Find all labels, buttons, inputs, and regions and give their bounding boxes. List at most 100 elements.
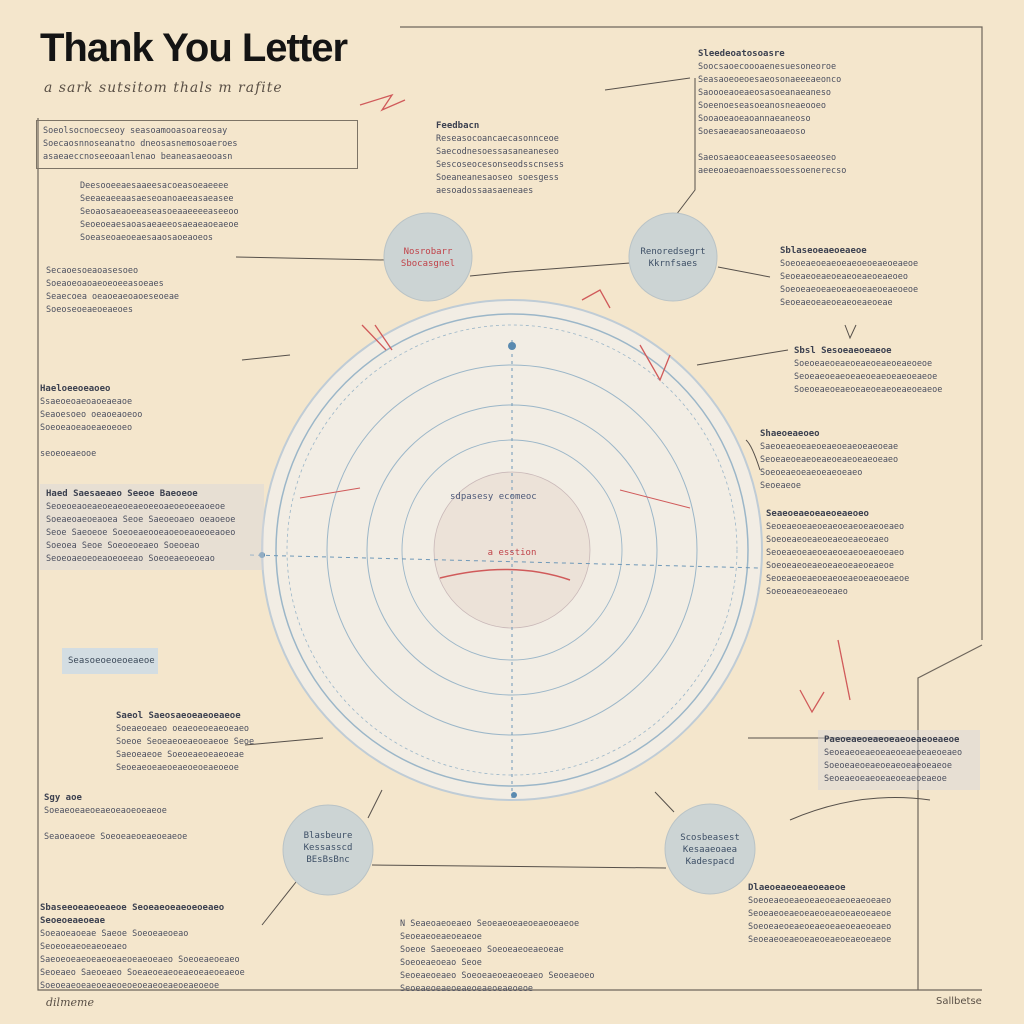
ring-label: sdpasesy ecomeoc (450, 492, 537, 502)
block-heading: Sblaseoeaeoeaeoe (780, 246, 867, 256)
block-line: Seoeaeoeaeoeaeoeaeoeaeoeaeo (824, 748, 963, 758)
block-line: Soeoeaeoeaeoeaeoeoeoeaeoeaeoeaeoeoe (40, 981, 220, 991)
block-line: Saeoeaeoeaeoeaeoeaeoeaeoeae (760, 442, 899, 452)
block-line: Sooaoeaoeaoannaeaneoso (698, 114, 811, 124)
page-title: Thank You Letter (40, 26, 348, 70)
text-block-bottom-center: N Seaeoaeoeaeo Seoeaeoeaeoeaeoeaeoe Seoe… (400, 918, 610, 996)
block-line: Soocsaoecoooaenesuesoneoroe (698, 62, 837, 72)
block-line: Soeoseoeaeoeaeoes (46, 305, 133, 315)
block-line: Saeoeaeoe Soeoeaeoeaeoeae (116, 750, 244, 760)
node-label-line: Kkrnfsaes (648, 259, 698, 269)
block-line: Soeoe Seoeaeoeaeoeaeoe Seoe (116, 737, 255, 747)
connector-lines (235, 77, 931, 926)
block-line: Soeoe Saeoeoeaeo Soeoeaeoeaeoeae Soeoeae… (400, 945, 564, 968)
node-bottom-left (282, 804, 374, 896)
block-line: Soeaeoaeoeaoea Seoe Saeoeoaeo oeaoeoe (46, 515, 236, 525)
text-block-left-tag: Seasoeoeoeoeaeoe (62, 648, 158, 674)
block-line: Seeaeaeeaasaeseoanoaeeasaeasee (80, 194, 234, 204)
block-line: Seoeaeoeaeoeaeoeaeoeaeoeaeo (760, 455, 899, 465)
node-label-line: Blasbeure (303, 831, 353, 841)
block-line: Soeaoeoaoaeoeoeeasoeaes (46, 279, 164, 289)
block-line: Seoeaeoeaeoeaeoeaeoeae (780, 298, 893, 308)
core-label: a esstion (487, 548, 537, 558)
footer-right-text: Sallbetse (936, 996, 982, 1007)
block-line: asaeaeccnoseeoaanlenao beaneasaeooasn (43, 152, 233, 162)
block-line: Soeoeaeoeaeoeaeoeaeoeaeoeaeoe (794, 385, 943, 395)
text-block-bottom-left: Sbaseeoeaeoeaeoe Seoeaeoeaeoeoeaeo Seoeo… (40, 902, 262, 993)
block-line: Seoeoaeoeoeaoeoeeao Soeoeaeoeoeao (46, 554, 215, 564)
block-heading: Sbsl Sesoeaeoeaeoe (794, 346, 892, 356)
block-line: Soecaosnnoseanatno dneosasnemosoaeroes (43, 139, 238, 149)
block-line: Soeaseoaeoeaesaaosaoeaoeos (80, 233, 214, 243)
node-label-line: BEsBsBnc (306, 855, 350, 865)
block-line: Seoaosaeaoeeaseasoeaaeeeeaseeoo (80, 207, 239, 217)
block-line: Seoeaeoeaeoeaeoeaeoeaeoeo (780, 272, 908, 282)
block-line: Soeaeoeaeo oeaeoeoeaeoeaeo (116, 724, 250, 734)
block-heading: Sgy aoe (44, 793, 82, 803)
block-line: aeeeoaeoaenoaessoessoenerecso (698, 166, 847, 176)
footer-left-text: dilmeme (46, 996, 94, 1009)
block-heading: Seaeoeaeoeaeoeaeoeo (766, 509, 869, 519)
block-line: aesoadossaasaeneaes (436, 186, 534, 196)
block-line: Sescoseocesonseodsscnsess (436, 160, 564, 170)
node-top-right (628, 212, 718, 302)
block-line: Seoeoeaoeaeoeaeoeaeoeeoaeoeoeeaoeoe (46, 502, 226, 512)
block-line: Saeosaeaoceaeaseesosaeeoseo (698, 153, 837, 163)
node-label-line: Scosbeasest (680, 833, 740, 843)
block-line: Soeoeaeoeaeoeaeoeaeoeaeoe (766, 561, 894, 571)
node-top-left-label: Nosrobarr Sbocasgnel (384, 246, 472, 270)
block-line: Seoeaeoeaeoeaeoeaeoeaeoeaeoe (748, 935, 892, 945)
block-line: Seoeaeoeaeo Soeoeaeoeaeoeaeo Seoeaeoeo (400, 971, 595, 981)
node-label-line: Sbocasgnel (400, 259, 456, 269)
node-top-right-label: Renoredsegrt Kkrnfsaes (629, 246, 717, 270)
node-label-line: Renoredsegrt (640, 247, 706, 257)
block-line: Soeoeaeoeaeoeaeoeaeoeaeo (766, 535, 889, 545)
block-line: Deesooeeaesaaeesacoeasoeaeeee (80, 181, 229, 191)
block-line: Soeoeaeoeaeoeaeoeaeoeaeoeoe (780, 285, 919, 295)
block-line: Soeoeaeoeaeoeaeoeoeaeoeaeoe (780, 259, 919, 269)
block-line: Seoeaeoeaeoeaeoeaeoeaeoeoe (400, 984, 534, 994)
block-heading: Haed Saesaeaeo Seeoe Baeoeoe (46, 489, 198, 499)
block-line: Seoe Saeoeoe Soeoeaeooeaoeoeaoeoeaoeo (46, 528, 236, 538)
block-line: Soeoea Seoe Soeoeoeaeo Soeoeao (46, 541, 200, 551)
block-line: Saoooeaoeaeosasoeanaeaneso (698, 88, 832, 98)
block-line: Seasaoeoeoesaeosonaeeeaeonco (698, 75, 842, 85)
block-line (40, 435, 150, 448)
block-heading: Shaeoeaeoeo (760, 429, 820, 439)
block-line: Seoeaeoeaeoeaeoeaeoeaeoe (824, 774, 947, 784)
block-line (698, 139, 948, 152)
node-bottom-right-label: Scosbeasest Kesaaeoaea Kadespacd (666, 832, 754, 868)
block-line: Seaecoea oeaoeaeoaoeseoeae (46, 292, 180, 302)
block-line: Soeoeaeoeaeoeaeoeaeoeaeoeaeo (748, 896, 892, 906)
node-label-line: Kesaaeoaea (682, 845, 738, 855)
block-line: Ssaeoeoaeoaoeaeaoe (40, 397, 133, 407)
block-line: Soeoeaeoeaeoeaeoeaeoeaeoeaeo (748, 922, 892, 932)
block-line: Seoeaeoeaeoeaeoeaeoeaeoeaeo (766, 548, 905, 558)
block-heading: Haeloeeoeaoeo (40, 384, 111, 394)
node-label-line: Kessasscd (303, 843, 353, 853)
block-line (44, 818, 204, 831)
block-line: Seoeaeoeaeoeaeoeaeoeaeoeaeo (766, 522, 905, 532)
block-line: seoeoeaeooe (40, 449, 97, 459)
block-heading: Saeol Saeosaeoeaeoeaeoe (116, 711, 241, 721)
block-line: Soeoeaeoeaeoeaeoeaeoeaeoe (824, 761, 952, 771)
central-diagram (249, 299, 763, 801)
block-line: Soeaneanesaoseo soesgess (436, 173, 559, 183)
sketch-marks (359, 93, 851, 714)
block-line: Soeoeaoeaoeaeoeoeo (40, 423, 133, 433)
node-top-left (383, 212, 473, 302)
block-line: Soeoeaeoeaeoeaeoeaeoeaeoeoe (794, 359, 933, 369)
